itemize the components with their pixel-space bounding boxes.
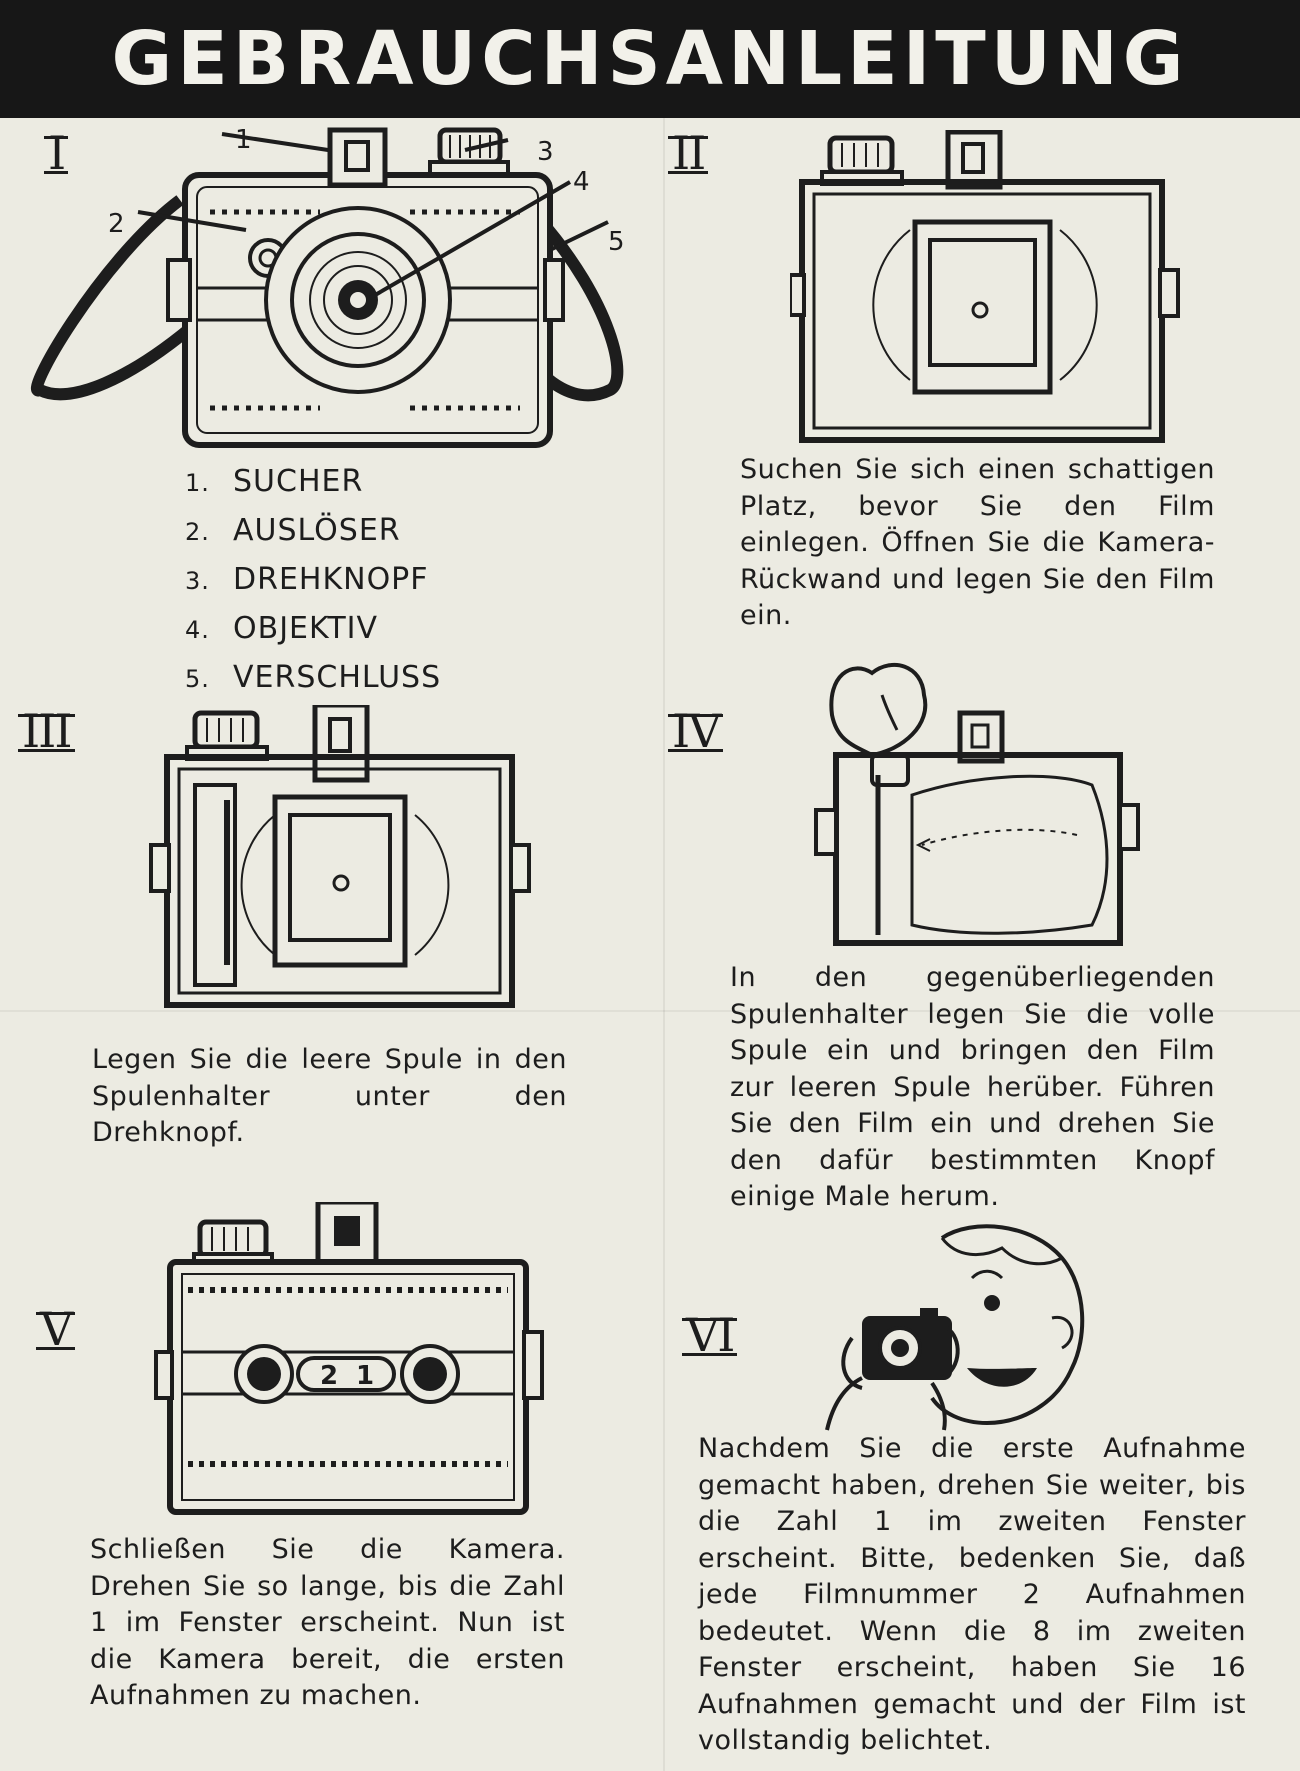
legend-item: 3.DREHKNOPF [185,562,429,597]
page-header: GEBRAUCHSANLEITUNG [0,0,1300,118]
counter-number-left: 2 [320,1361,338,1391]
parts-legend: 1.SUCHER 2.AUSLÖSER 3.DREHKNOPF 4.OBJEKT… [185,458,441,703]
film-threading-illustration [812,655,1142,955]
paper-fold-vertical [663,118,665,1771]
label-5: 5 [608,227,625,257]
legend-item: 4.OBJEKTIV [185,611,379,646]
camera-back-closed-illustration: 2 1 [148,1202,548,1517]
step-6-text: Nachdem Sie die erste Aufnahme gemacht h… [698,1433,1246,1756]
step-3-numeral: III [18,704,74,758]
step-5-numeral: V [35,1302,76,1356]
camera-front-illustration: 1 2 3 4 5 [10,120,650,460]
step-5-text: Schließen Sie die Kamera. Drehen Sie so … [90,1534,565,1711]
step-2-text: Suchen Sie sich einen schattigen Platz, … [740,454,1215,631]
step-3-text: Legen Sie die leere Spule in den Spulenh… [92,1044,567,1148]
step-4-text: In den gegenüberliegenden Spulenhalter l… [730,962,1215,1212]
label-1: 1 [235,125,252,155]
paper-fold-horizontal [0,1010,1300,1012]
counter-number-right: 1 [356,1361,374,1391]
label-3: 3 [537,137,554,167]
legend-item: 2.AUSLÖSER [185,513,401,548]
step-4-numeral: IV [667,704,724,758]
camera-empty-spool-illustration [145,705,535,1010]
legend-item: 1.SUCHER [185,464,364,499]
step-1-numeral: I [43,126,69,180]
step-2-numeral: II [667,126,709,180]
step-6-numeral: VI [681,1308,738,1362]
label-2: 2 [108,209,125,239]
boy-with-camera-illustration [822,1218,1102,1433]
page-title: GEBRAUCHSANLEITUNG [111,16,1189,102]
camera-open-back-illustration [790,130,1180,445]
legend-item: 5.VERSCHLUSS [185,660,442,695]
label-4: 4 [573,167,590,197]
